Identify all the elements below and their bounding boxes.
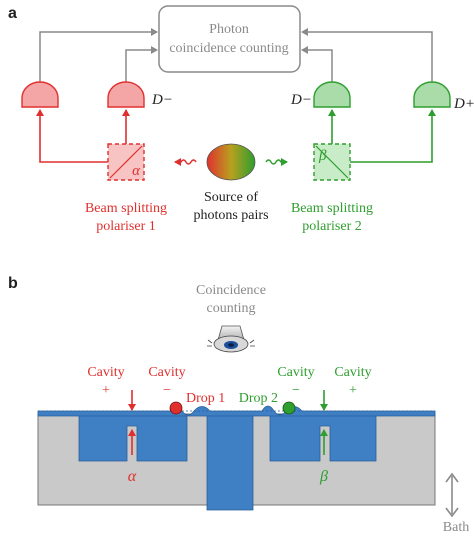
cavity-label-4-line1: Cavity xyxy=(334,365,371,380)
detector-left-minus-icon xyxy=(107,81,145,108)
source-label-line1: Source of xyxy=(204,190,258,205)
photon-source-icon xyxy=(206,143,256,181)
splitter-left: α xyxy=(107,143,145,181)
signal-line-left-outer xyxy=(39,28,158,86)
green-path-outer xyxy=(350,109,436,163)
splitter-right-label-line1: Beam splitting xyxy=(291,201,373,216)
camera-icon xyxy=(207,325,255,353)
signal-line-left-inner xyxy=(125,46,158,86)
cavity-label-1-line2: + xyxy=(102,383,110,398)
cavity-label-2-line1: Cavity xyxy=(148,365,185,380)
central-well xyxy=(206,413,254,511)
splitter-left-symbol: α xyxy=(132,163,141,179)
splitter-right-label-line2: polariser 2 xyxy=(302,219,361,234)
bath-water xyxy=(37,405,436,511)
bath-oscillation-arrow-icon xyxy=(445,472,459,518)
green-beam-paths xyxy=(328,109,436,163)
cavity-label-3-line2: − xyxy=(292,383,300,398)
coincidence-title-line1: Coincidence xyxy=(196,283,266,298)
cavity-label-3-line1: Cavity xyxy=(277,365,314,380)
drop-2-icon xyxy=(282,401,296,415)
photon-wave-arrows xyxy=(174,158,288,166)
greek-alpha: α xyxy=(128,468,137,485)
detector-label-left-minus: D− xyxy=(151,92,173,108)
drop-2-label: Drop 2 xyxy=(239,391,278,406)
source-label-line2: photons pairs xyxy=(193,208,268,223)
splitter-left-label-line1: Beam splitting xyxy=(85,201,167,216)
signal-line-right-outer xyxy=(301,28,433,86)
counter-label-line1: Photon xyxy=(209,22,249,37)
detector-label-right-minus: D− xyxy=(290,92,312,108)
greek-beta: β xyxy=(319,468,328,485)
coincidence-counter-box xyxy=(158,5,301,73)
red-beam-paths xyxy=(36,109,130,163)
drop-1-icon xyxy=(169,401,183,415)
cavity-well-right xyxy=(269,413,377,462)
detector-left-plus-icon xyxy=(21,81,59,108)
photon-wave-right-icon xyxy=(265,158,288,166)
cavity-label-4-line2: + xyxy=(349,383,357,398)
panel-b-label: b xyxy=(8,275,18,292)
red-path-outer xyxy=(36,109,108,163)
cavity-well-left xyxy=(78,413,188,462)
coincidence-title-line2: counting xyxy=(207,301,256,316)
splitter-left-label-line2: polariser 1 xyxy=(96,219,155,234)
splitter-right: β xyxy=(313,143,351,181)
detector-right-minus-icon xyxy=(313,81,351,108)
detector-label-right-plus: D+ xyxy=(453,96,474,112)
counter-label-line2: coincidence counting xyxy=(169,41,288,56)
splitter-right-symbol: β xyxy=(318,148,327,164)
detector-signal-lines xyxy=(39,28,433,86)
cavity-label-1-line1: Cavity xyxy=(87,365,124,380)
detector-right-plus-icon xyxy=(413,81,451,108)
cavity-label-2-line2: − xyxy=(163,383,171,398)
drop-1-label: Drop 1 xyxy=(186,391,225,406)
photon-wave-left-icon xyxy=(174,158,197,166)
bath-label: Bath xyxy=(443,520,469,535)
signal-line-right-inner xyxy=(301,46,333,86)
panel-a-label: a xyxy=(8,5,17,22)
